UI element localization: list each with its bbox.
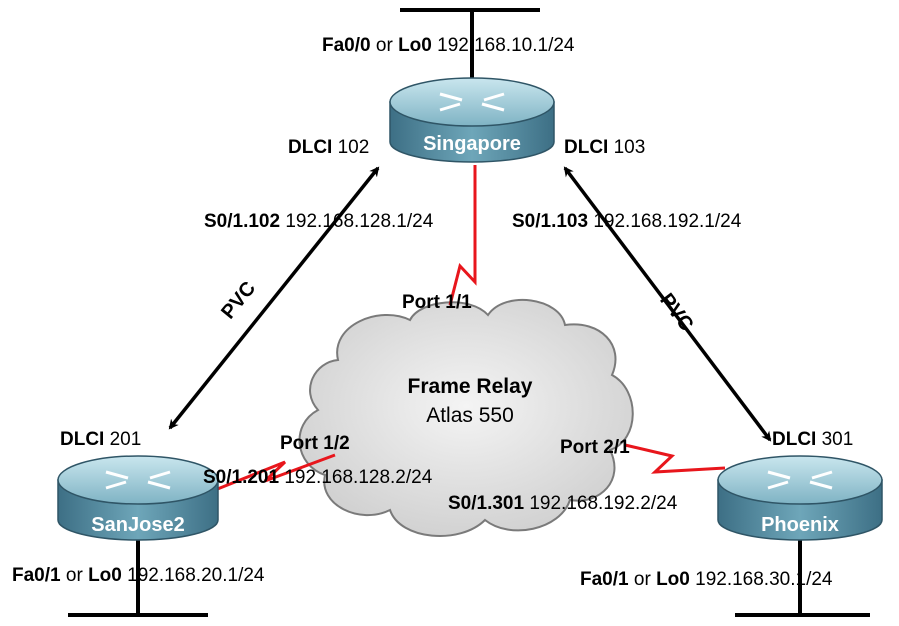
sanjose-subif-201: S0/1.201 192.168.128.2/24 [203, 467, 433, 488]
singapore-lan-label: Fa0/0 or Lo0 192.168.10.1/24 [322, 35, 575, 56]
phoenix-subif-301: S0/1.301 192.168.192.2/24 [448, 493, 678, 514]
phoenix-dlci-301: DLCI 301 [772, 429, 854, 450]
serial-link-singapore [448, 165, 477, 306]
router-arrows-icon [105, 470, 171, 490]
port-1-2-label: Port 1/2 [280, 433, 350, 454]
sanjose-dlci-201: DLCI 201 [60, 429, 142, 450]
serial-link-phoenix [624, 443, 726, 474]
cloud-subtitle: Atlas 550 [426, 404, 514, 427]
frame-relay-cloud: Frame Relay Atlas 550 [298, 299, 634, 537]
router-name-singapore: Singapore [423, 133, 521, 155]
router-sanjose2[interactable]: SanJose2 [57, 455, 219, 541]
router-phoenix[interactable]: Phoenix [717, 455, 883, 541]
pvc-arrow-left [168, 166, 380, 430]
router-name-sanjose2: SanJose2 [91, 514, 184, 536]
phoenix-lan-label: Fa0/1 or Lo0 192.168.30.1/24 [580, 569, 833, 590]
singapore-dlci-102: DLCI 102 [288, 137, 370, 158]
router-arrows-icon [439, 92, 505, 112]
sanjose-lan-segment [68, 535, 208, 617]
sanjose-lan-label: Fa0/1 or Lo0 192.168.20.1/24 [12, 565, 265, 586]
port-1-1-label: Port 1/1 [402, 292, 472, 313]
port-2-1-label: Port 2/1 [560, 437, 630, 458]
router-singapore[interactable]: Singapore [389, 77, 555, 163]
singapore-lan-segment [400, 8, 540, 80]
singapore-subif-102: S0/1.102 192.168.128.1/24 [204, 211, 434, 232]
singapore-dlci-103: DLCI 103 [564, 137, 646, 158]
pvc-arrow-right [563, 166, 772, 442]
singapore-subif-103: S0/1.103 192.168.192.1/24 [512, 211, 742, 232]
serial-link-sanjose2 [214, 453, 336, 492]
router-name-phoenix: Phoenix [761, 514, 839, 536]
router-arrows-icon [767, 470, 833, 490]
phoenix-lan-segment [735, 535, 870, 617]
cloud-title: Frame Relay [408, 375, 533, 398]
